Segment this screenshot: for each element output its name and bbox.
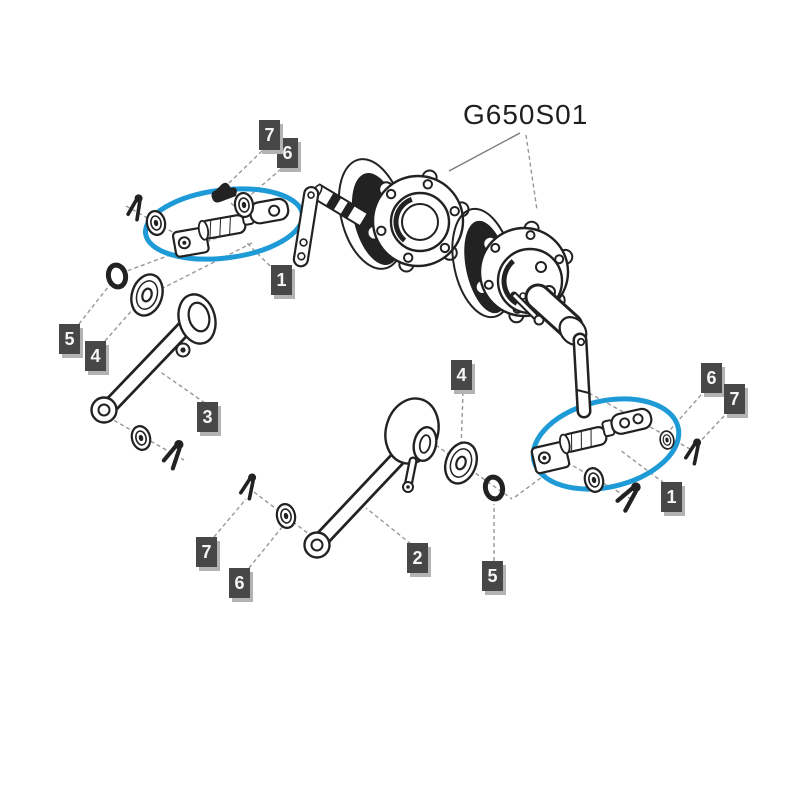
part-label-4: 4 [451,360,472,390]
cotter-pin [683,435,704,466]
part-label-6: 6 [229,568,250,598]
link-assembly-right [530,407,653,475]
washer [232,190,256,220]
washer [128,422,154,454]
part-label-5: 5 [482,561,503,591]
flat-washer [125,269,169,321]
washer [273,501,299,531]
cotter-pin [238,470,259,501]
part-label-1: 1 [661,482,682,512]
cotter-pin [125,191,146,222]
part-label-6: 6 [701,363,722,393]
part-label-6: 6 [277,138,298,168]
o-ring [106,263,127,288]
lever-arm-3 [90,293,217,424]
cotter-pin [162,437,185,468]
part-label-7: 7 [196,537,217,567]
drop-arm-left [292,185,320,268]
flat-washer [438,436,484,490]
washer [143,208,169,238]
washer [657,429,677,451]
lever-arm-2 [303,397,440,559]
link-assembly-left [171,197,290,258]
hub-assembly-left [292,158,470,273]
part-code: G650S01 [463,99,589,130]
hub-assembly-right [451,207,592,419]
part-label-3: 3 [197,402,218,432]
part-label-5: 5 [59,324,80,354]
part-label-1: 1 [271,265,292,295]
part-label-4: 4 [85,341,106,371]
part-label-7: 7 [259,120,280,150]
lock-clip [211,182,237,203]
drop-arm-right [572,332,592,419]
part-label-7: 7 [724,384,745,414]
part-label-2: 2 [407,543,428,573]
o-ring [483,475,504,500]
